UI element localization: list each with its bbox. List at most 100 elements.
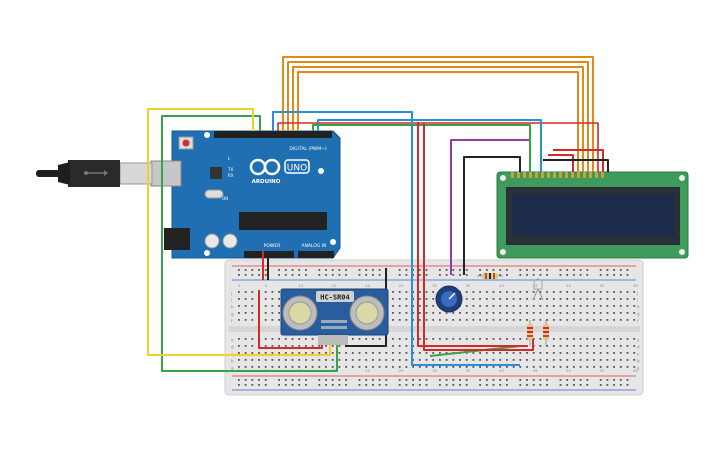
breadboard-hole (519, 298, 522, 300)
breadboard-hole (479, 269, 481, 271)
breadboard-hole (418, 291, 421, 293)
sensor-transducer-right-icon (349, 295, 385, 331)
breadboard-hole (264, 345, 267, 347)
breadboard-hole (405, 359, 408, 361)
breadboard-hole (559, 379, 562, 381)
breadboard-hole (311, 345, 314, 347)
resistor-vertical-2[interactable] (543, 320, 549, 346)
breadboard-hole (499, 379, 502, 381)
breadboard-hole (251, 379, 254, 381)
breadboard-hole (552, 291, 555, 293)
breadboard-hole (284, 366, 287, 368)
breadboard-hole (418, 298, 421, 300)
breadboard-hole (613, 352, 615, 354)
breadboard-hole (425, 338, 428, 340)
breadboard-hole (512, 319, 515, 321)
ultrasonic-sensor[interactable]: HC-SR04 (280, 288, 389, 345)
breadboard-hole (586, 384, 589, 386)
breadboard-hole (613, 298, 615, 300)
breadboard-hole (526, 338, 528, 340)
breadboard-hole (325, 366, 327, 368)
breadboard-hole (372, 384, 374, 386)
breadboard-hole (392, 305, 394, 307)
usb-cable[interactable] (36, 160, 153, 187)
breadboard-hole (452, 379, 455, 381)
breadboard-col-label: 30 (432, 369, 437, 373)
breadboard-hole (566, 319, 569, 321)
breadboard-hole (485, 384, 488, 386)
breadboard-hole (264, 298, 267, 300)
breadboard-hole (579, 338, 582, 340)
breadboard-hole (398, 359, 401, 361)
breadboard-hole (331, 352, 334, 354)
breadboard-hole (492, 338, 495, 340)
breadboard-hole (238, 305, 240, 307)
breadboard-hole (238, 379, 240, 381)
breadboard-hole (398, 366, 401, 368)
breadboard-hole (599, 366, 602, 368)
breadboard-hole (465, 379, 468, 381)
breadboard-hole (425, 384, 428, 386)
breadboard-hole (479, 298, 481, 300)
breadboard-col-label: 30 (432, 284, 437, 288)
breadboard-hole (244, 359, 247, 361)
arduino-board[interactable]: UNO ARDUINO DIGITAL (PWM~) POWER ANALOG … (150, 130, 341, 259)
breadboard-hole (432, 366, 435, 368)
breadboard-hole (559, 312, 562, 314)
breadboard-hole (251, 359, 254, 361)
breadboard-hole (519, 359, 522, 361)
breadboard-hole (586, 291, 589, 293)
breadboard-hole (412, 298, 414, 300)
breadboard-hole (425, 291, 428, 293)
breadboard-hole (365, 379, 368, 381)
resistor-vertical-1[interactable] (527, 320, 533, 346)
lcd-display[interactable] (496, 171, 689, 259)
breadboard-hole (606, 366, 609, 368)
potentiometer[interactable] (435, 285, 463, 313)
breadboard-hole (412, 305, 414, 307)
breadboard-row-label: d (231, 345, 234, 350)
breadboard-hole (445, 352, 448, 354)
breadboard-hole (338, 359, 341, 361)
breadboard-hole (619, 291, 622, 293)
breadboard-hole (499, 338, 502, 340)
breadboard-hole (325, 274, 327, 276)
breadboard-hole (532, 319, 535, 321)
breadboard-hole (579, 305, 582, 307)
breadboard-hole (559, 359, 562, 361)
breadboard-hole (465, 291, 468, 293)
breadboard-hole (412, 345, 414, 347)
breadboard-hole (365, 384, 368, 386)
resistor-horizontal[interactable] (477, 273, 503, 279)
breadboard-hole (338, 352, 341, 354)
breadboard-hole (271, 345, 274, 347)
breadboard-hole (238, 319, 240, 321)
breadboard-hole (573, 345, 575, 347)
breadboard-hole (418, 366, 421, 368)
breadboard-hole (465, 269, 468, 271)
breadboard-hole (432, 352, 435, 354)
led[interactable] (532, 278, 544, 301)
breadboard-hole (338, 269, 341, 271)
breadboard-hole (338, 274, 341, 276)
breadboard-hole (519, 338, 522, 340)
breadboard-hole (398, 352, 401, 354)
breadboard-hole (459, 312, 461, 314)
breadboard-row-label: h (637, 305, 640, 310)
breadboard-hole (613, 366, 615, 368)
breadboard-hole (345, 269, 347, 271)
breadboard-row-label: b (231, 359, 234, 364)
breadboard-col-label: 20 (365, 369, 370, 373)
breadboard-hole (284, 379, 287, 381)
breadboard-hole (238, 345, 240, 347)
breadboard-hole (546, 305, 548, 307)
breadboard-hole (606, 359, 609, 361)
breadboard-hole (539, 298, 542, 300)
breadboard-hole (244, 305, 247, 307)
breadboard-hole (378, 379, 381, 381)
breadboard-hole (284, 345, 287, 347)
breadboard-hole (251, 352, 254, 354)
breadboard-hole (633, 319, 636, 321)
breadboard-hole (405, 298, 408, 300)
breadboard-hole (492, 352, 495, 354)
